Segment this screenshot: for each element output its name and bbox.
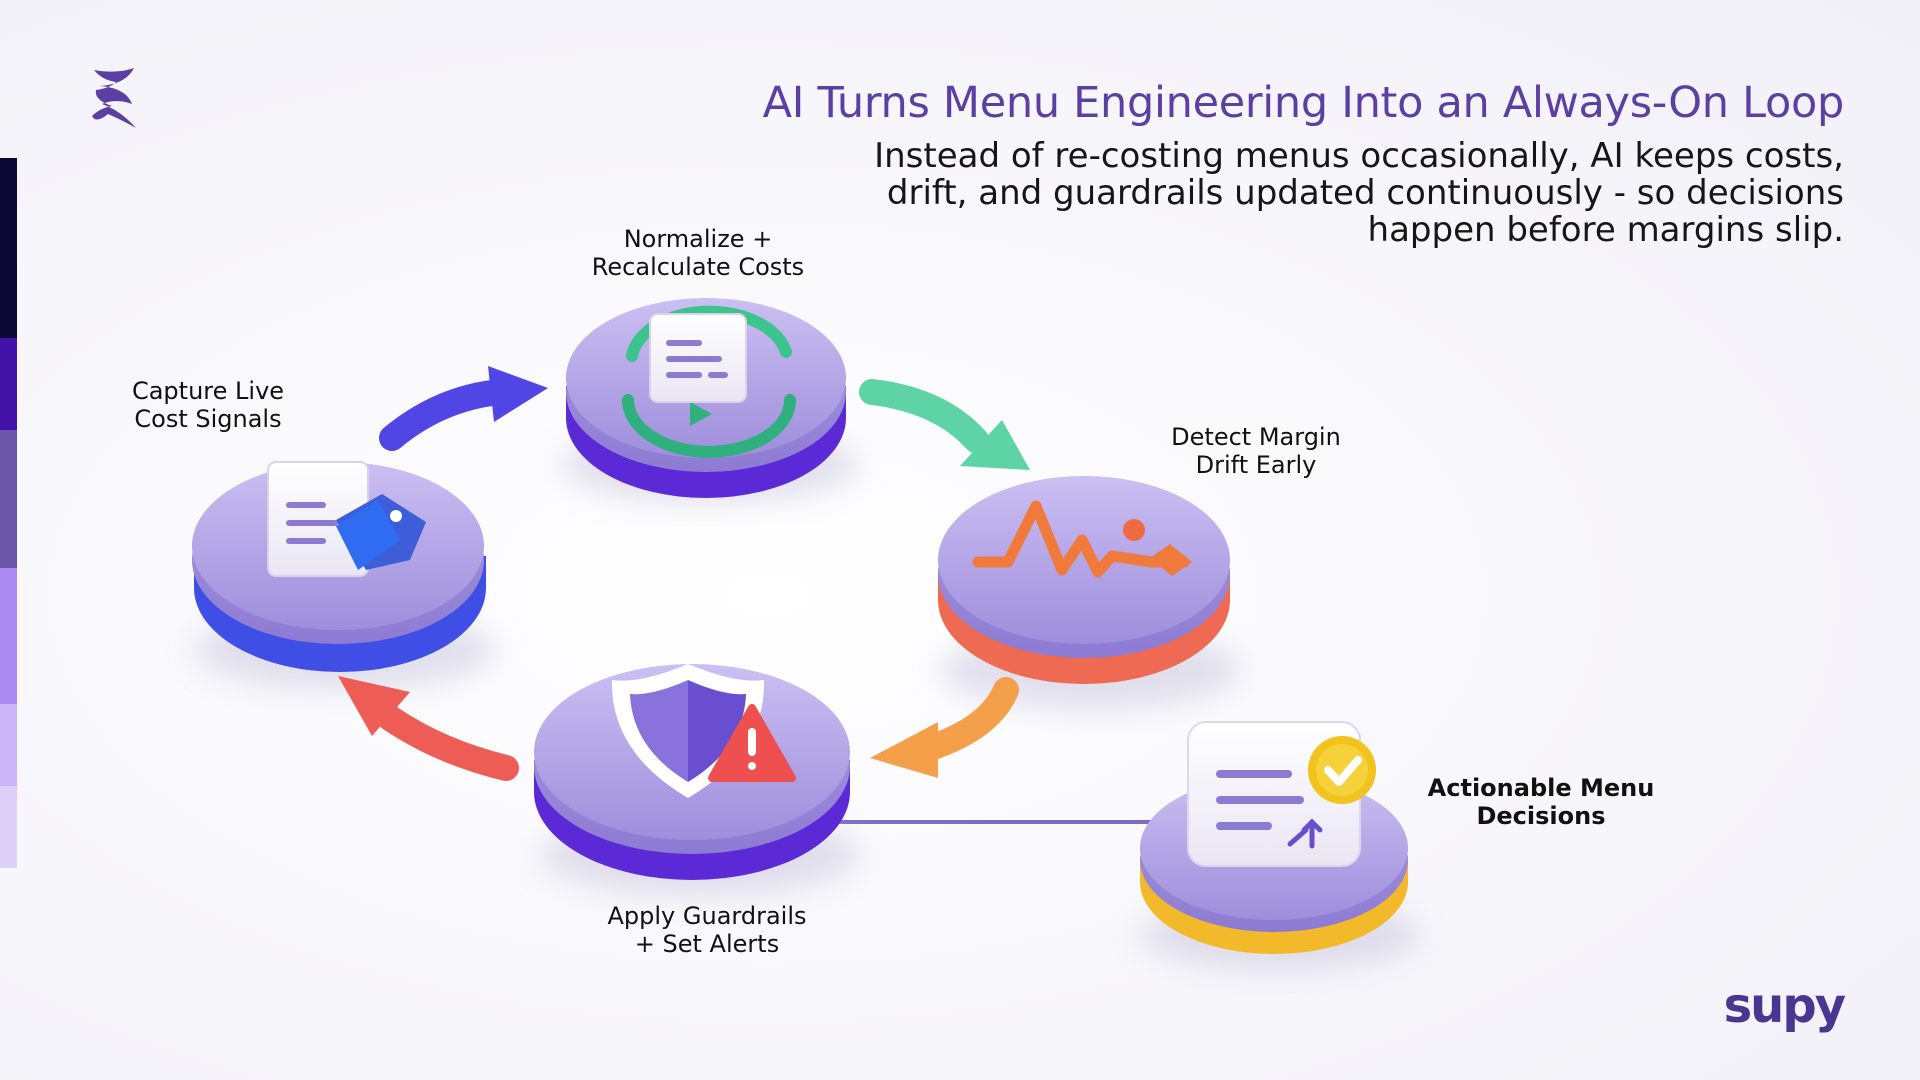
left-accent-stripe-2	[0, 338, 17, 430]
arrow-capture-to-normalize	[379, 366, 548, 451]
arrow-guardrails-to-capture	[338, 676, 519, 781]
supy-wordmark: supy	[1723, 978, 1846, 1034]
shield-warning-icon	[611, 664, 796, 798]
left-accent-stripe-3	[0, 430, 17, 568]
left-accent-stripe-5	[0, 704, 17, 786]
document-checkmark-icon	[1187, 721, 1376, 867]
loop-step-detect-disc	[938, 476, 1240, 710]
page-subtitle: Instead of re-costing menus occasionally…	[874, 136, 1844, 250]
left-accent-stripe-4	[0, 568, 17, 704]
step-label-normalize: Normalize +Recalculate Costs	[591, 225, 805, 281]
left-accent-stripe-6	[0, 786, 17, 868]
page-title: AI Turns Menu Engineering Into an Always…	[762, 78, 1845, 128]
left-accent-stripe-1	[0, 158, 17, 338]
step-label-guardrails: Apply Guardrails+ Set Alerts	[607, 902, 807, 958]
pulse-signal-icon	[972, 500, 1192, 578]
document-price-tag-icon	[267, 461, 426, 577]
arrow-detect-to-guardrails	[870, 677, 1019, 778]
supy-s-logo-icon	[92, 68, 136, 128]
arrow-normalize-to-detect	[859, 379, 1030, 470]
document-refresh-icon	[622, 305, 796, 458]
